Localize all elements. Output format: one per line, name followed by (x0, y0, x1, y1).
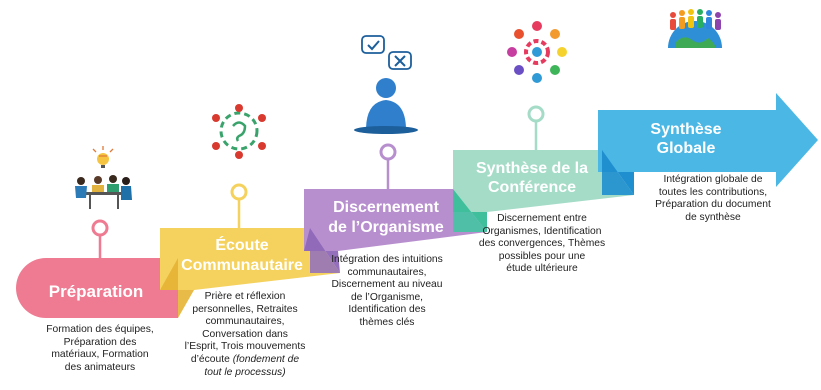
ecoute-node (230, 183, 248, 201)
preparation-description: Formation des équipes, Préparation des m… (46, 324, 154, 373)
preparation-title: Préparation (49, 282, 143, 301)
stage-synthese-conference: Synthèse de la Conférence Discernement e… (453, 21, 634, 275)
synthese-conference-banner (453, 150, 634, 212)
synthese-globale-fold (602, 150, 634, 195)
discernement-title-line2: de l’Organisme (328, 219, 444, 236)
discernement-node (379, 143, 397, 161)
discernement-title-line1: Discernement (333, 199, 439, 216)
stage-synthese-globale: Synthèse Globale Intégration globale de … (598, 9, 818, 223)
synthese-conference-node (527, 105, 545, 123)
circle-of-people-listening-icon (212, 104, 266, 159)
person-decision-icon (354, 35, 418, 134)
synthese-conference-title-line2: Conférence (488, 179, 576, 196)
ecoute-title-line2: Communautaire (181, 257, 303, 274)
preparation-banner (16, 258, 178, 318)
ecoute-description: Prière et réflexion personnelles, Retrai… (184, 291, 306, 378)
synthese-globale-description: Intégration globale de toutes les contri… (655, 174, 771, 223)
synthese-conference-title-line1: Synthèse de la (476, 160, 588, 177)
discernement-banner (304, 189, 487, 251)
discernement-fold (304, 228, 340, 273)
people-around-globe-icon (668, 9, 722, 48)
team-meeting-icon (75, 146, 132, 209)
colorful-circle-of-people-icon (507, 21, 567, 83)
synthese-globale-title-line2: Globale (657, 140, 716, 157)
synthese-globale-arrow (598, 93, 818, 187)
ecoute-title-line1: Écoute (215, 235, 268, 254)
ecoute-banner (160, 228, 340, 290)
preparation-node (91, 219, 109, 237)
discernement-description: Intégration des intuitions communautaire… (331, 254, 443, 328)
synthese-globale-title-line1: Synthèse (650, 121, 721, 138)
synthese-conference-description: Discernement entre Organismes, Identific… (478, 213, 606, 275)
ecoute-fold (160, 258, 194, 318)
stage-preparation: Préparation Formation des équipes, Prépa… (16, 146, 178, 373)
synthese-conference-fold (453, 189, 487, 232)
